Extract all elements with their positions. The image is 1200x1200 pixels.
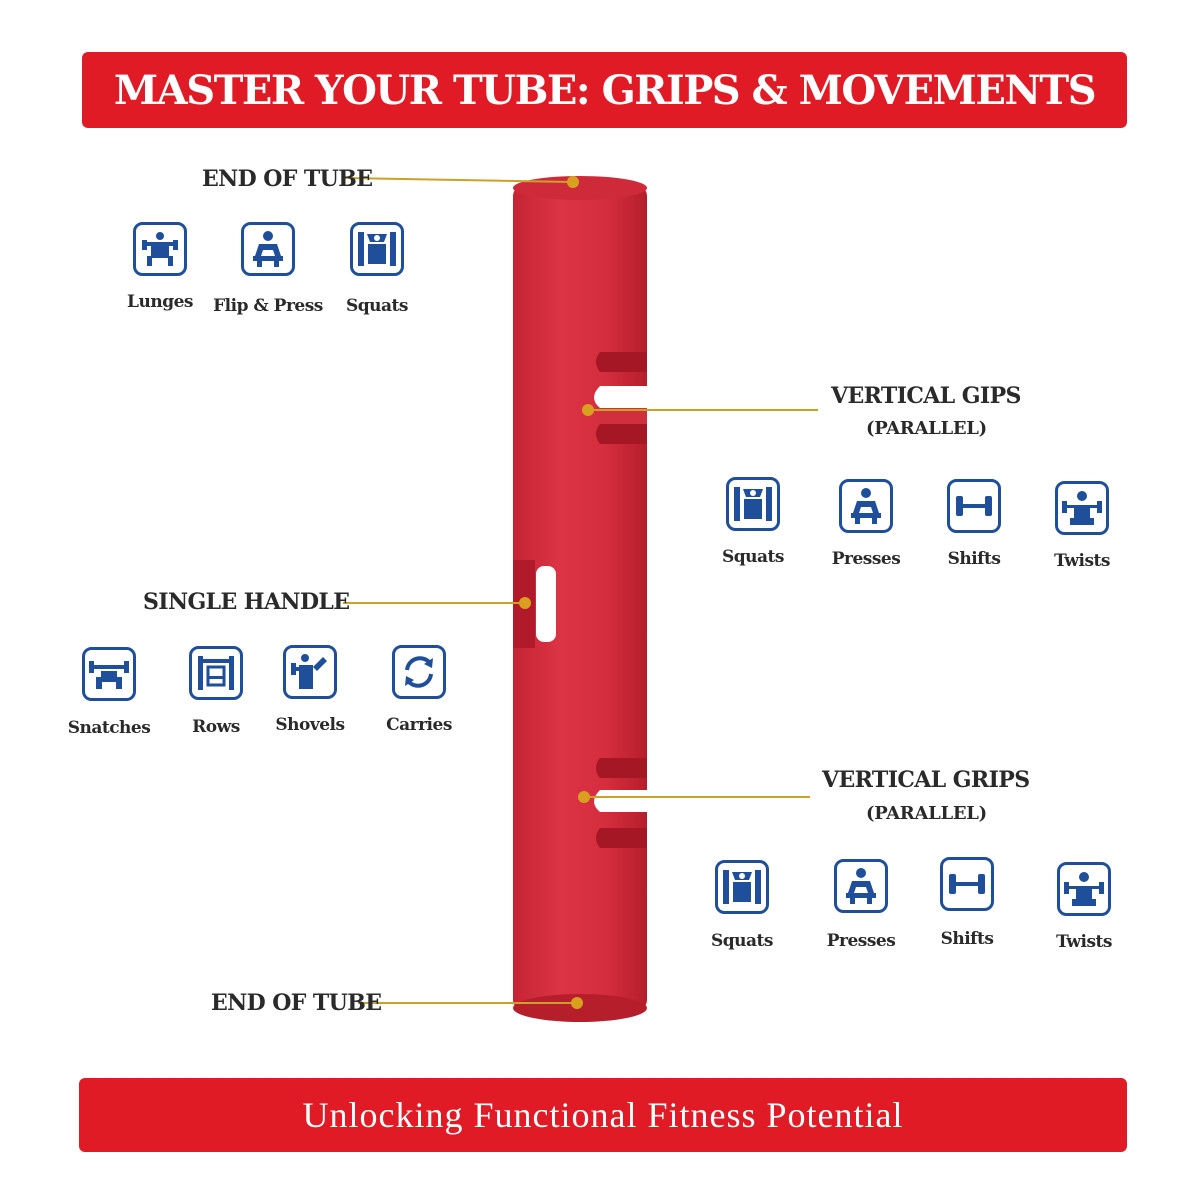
presses-icon [839,479,893,533]
movement-lower-shifts: Shifts [912,857,1022,949]
lower-grip-slots [594,758,647,848]
carries-icon [392,645,446,699]
snatches-icon [82,647,136,701]
title-banner: MASTER YOUR TUBE: GRIPS & MOVEMENTS [82,52,1127,128]
presses-icon [834,859,888,913]
shifts-icon [947,479,1001,533]
movement-caption: Carries [386,715,452,735]
movement-caption: Rows [192,717,240,737]
twists-icon [1057,862,1111,916]
movement-handle-shovels: Shovels [255,645,365,735]
movement-caption: Squats [722,547,784,567]
lunges-icon [133,222,187,276]
label-lower-grips: VERTICAL GRIPS [822,767,1030,793]
squats-icon [715,860,769,914]
movement-top-squats: Squats [322,222,432,316]
movement-lower-presses: Presses [806,859,916,951]
label-single-handle: SINGLE HANDLE [143,589,350,615]
page-title: MASTER YOUR TUBE: GRIPS & MOVEMENTS [113,66,1097,114]
shovels-icon [283,645,337,699]
movement-caption: Shifts [947,549,1001,569]
rows-icon [189,646,243,700]
movement-lower-squats: Squats [687,860,797,951]
movement-caption: Lunges [127,292,193,312]
movement-handle-rows: Rows [161,646,271,737]
movement-lower-twists: Twists [1029,862,1139,952]
movement-caption: Squats [346,296,408,316]
movement-top-lunges: Lunges [105,222,215,312]
movement-caption: Twists [1054,551,1110,571]
squats-icon [350,222,404,276]
footer-banner: Unlocking Functional Fitness Potential [79,1078,1127,1152]
tube [513,176,647,1022]
movement-caption: Shifts [940,929,994,949]
label-upper-grips: VERTICAL GIPS [831,383,1021,409]
sublabel-lower-grips: (PARALLEL) [866,803,987,824]
movement-caption: Flip & Press [213,296,323,316]
movement-caption: Presses [826,931,896,951]
movement-handle-snatches: Snatches [54,647,164,738]
label-bottom-end: END OF TUBE [211,990,382,1016]
footer-tagline: Unlocking Functional Fitness Potential [302,1095,904,1135]
movement-upper-squats: Squats [698,477,808,567]
movement-upper-shifts: Shifts [919,479,1029,569]
twists-icon [1055,481,1109,535]
movement-caption: Shovels [275,715,345,735]
movement-caption: Twists [1056,932,1112,952]
shifts-icon [940,857,994,911]
movement-upper-presses: Presses [811,479,921,569]
movement-handle-carries: Carries [364,645,474,735]
squats-icon [726,477,780,531]
movement-caption: Presses [831,549,901,569]
upper-grip-slots [594,352,647,444]
movement-caption: Squats [711,931,773,951]
movement-caption: Snatches [67,718,151,738]
movement-upper-twists: Twists [1027,481,1137,571]
label-top-end: END OF TUBE [202,166,373,192]
sublabel-upper-grips: (PARALLEL) [866,418,987,439]
movement-top-flip-press: Flip & Press [213,222,323,316]
flip-press-icon [241,222,295,276]
leader-lines [343,176,818,1009]
